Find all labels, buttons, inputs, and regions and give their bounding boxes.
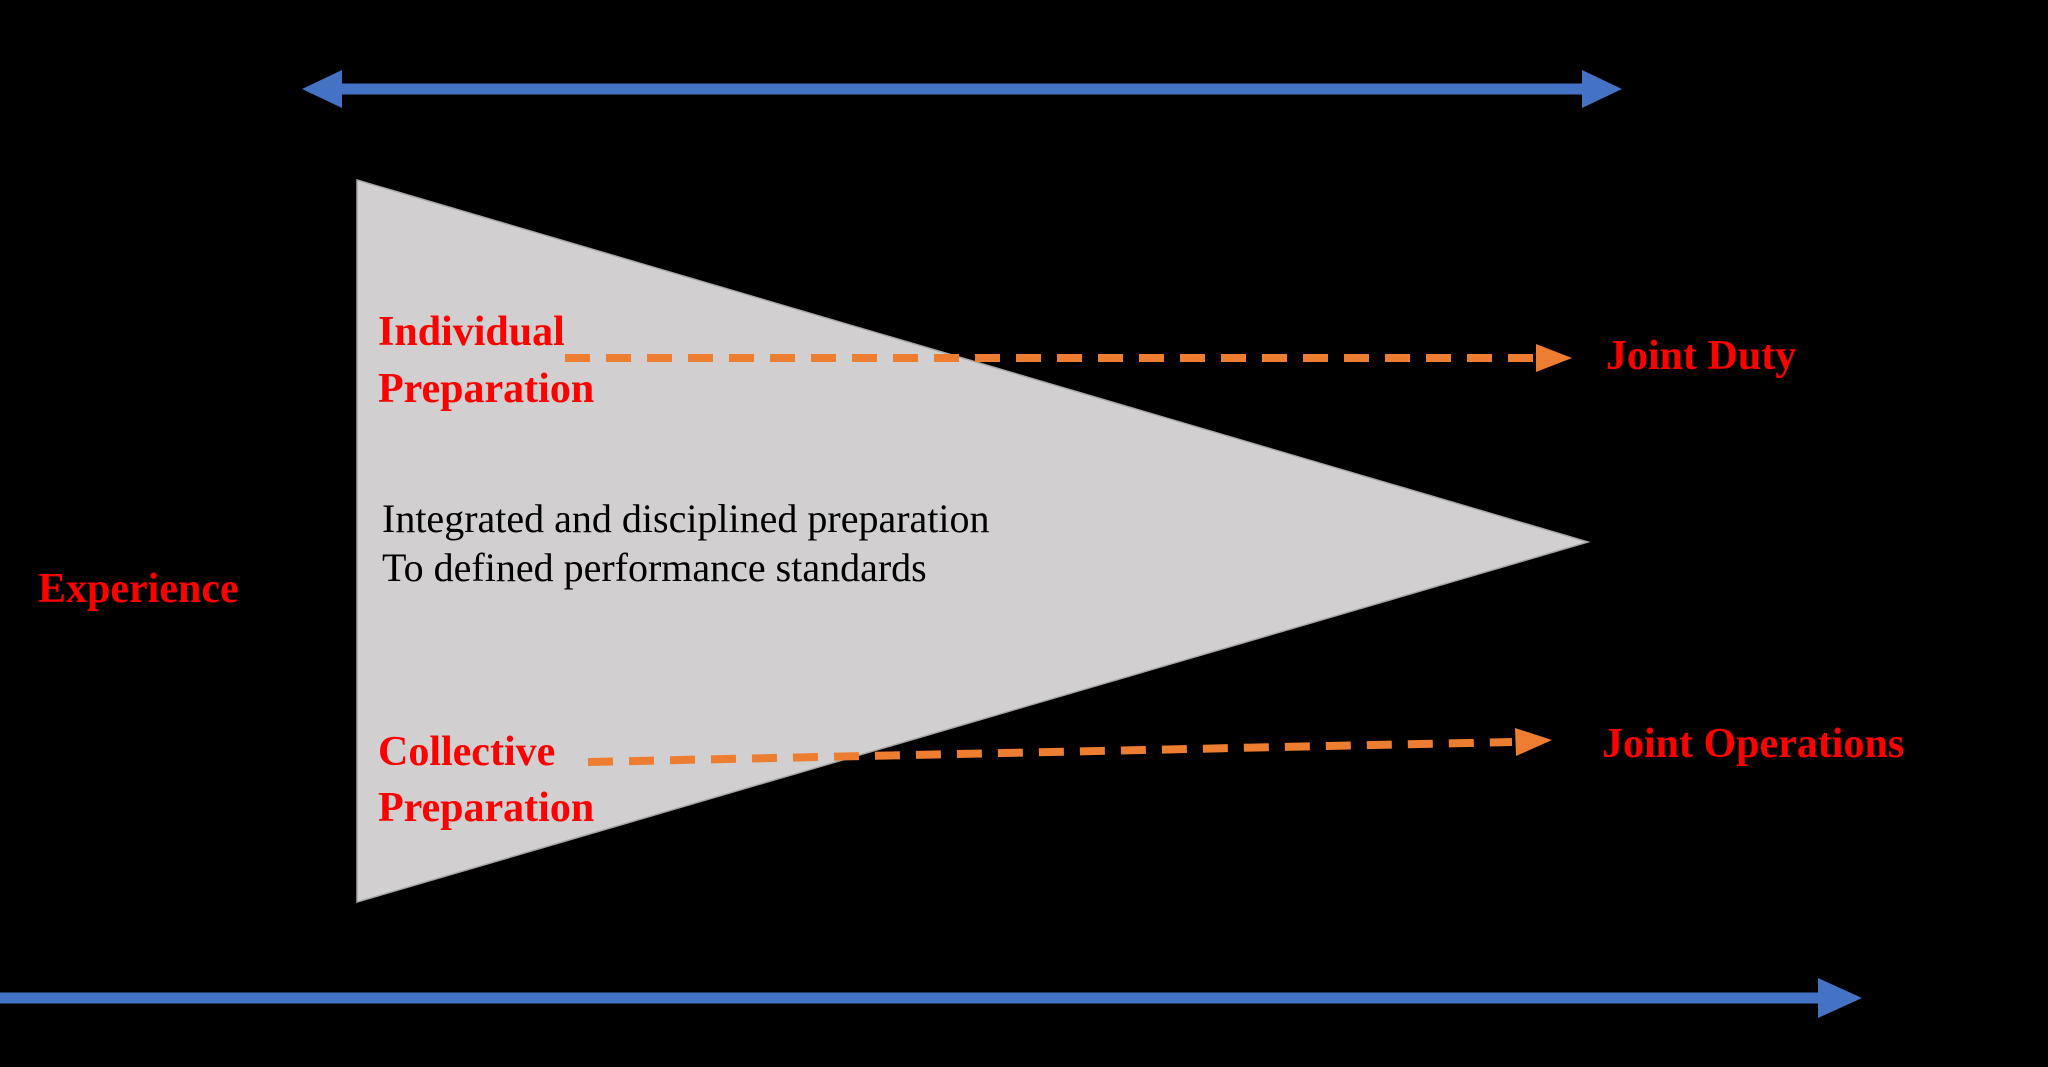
- bottom-axis-arrowhead-icon: [1818, 978, 1862, 1018]
- joint-duty-label: Joint Duty: [1606, 333, 1797, 379]
- funnel-description-line1: Integrated and disciplined preparation: [382, 496, 990, 541]
- individual-preparation-label: Individual Preparation: [378, 304, 594, 418]
- top-axis-arrow: [302, 70, 1622, 108]
- top-axis-arrowhead-right-icon: [1582, 70, 1622, 108]
- collective-preparation-line2: Preparation: [378, 785, 595, 831]
- experience-label: Experience: [38, 566, 239, 612]
- individual-preparation-line2: Preparation: [378, 366, 595, 412]
- bottom-axis-arrow: [0, 978, 1862, 1018]
- individual-to-joint-duty-connector: [565, 344, 1572, 372]
- upper-dashed-arrowhead-icon: [1536, 344, 1572, 372]
- joint-operations-label: Joint Operations: [1602, 721, 1905, 767]
- top-axis-arrowhead-left-icon: [302, 70, 342, 108]
- funnel-description-line2: To defined performance standards: [382, 545, 927, 590]
- lower-dashed-line: [587, 738, 1513, 766]
- collective-preparation-label: Collective Preparation: [378, 724, 594, 836]
- funnel-description-text: Integrated and disciplined preparation T…: [382, 494, 990, 592]
- collective-preparation-line1: Collective: [378, 729, 556, 775]
- lower-dashed-arrowhead-icon: [1515, 728, 1552, 756]
- individual-preparation-line1: Individual: [378, 309, 565, 355]
- collective-to-joint-operations-connector: [587, 728, 1552, 766]
